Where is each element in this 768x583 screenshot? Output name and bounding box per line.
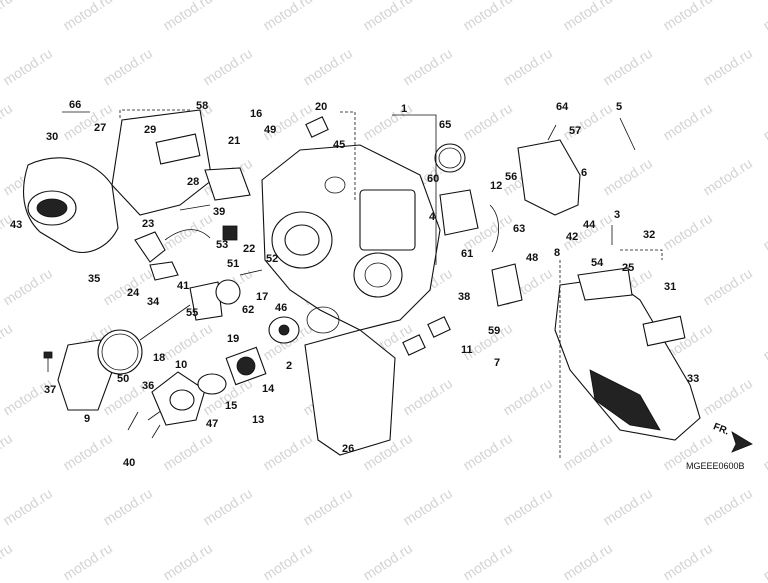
callout-label-2: 2 xyxy=(286,360,292,372)
callout-label-16: 16 xyxy=(250,108,262,120)
pump-part xyxy=(189,269,263,321)
callout-label-1: 1 xyxy=(401,103,407,115)
callout-label-62: 62 xyxy=(242,304,254,316)
callout-label-36: 36 xyxy=(142,380,154,392)
callout-label-37: 37 xyxy=(44,384,56,396)
front-arrow-icon xyxy=(731,431,753,453)
callout-label-22: 22 xyxy=(243,243,255,255)
callout-label-59: 59 xyxy=(488,325,500,337)
diagram-code: MGEEE0600B xyxy=(686,461,745,471)
sensor-part xyxy=(134,225,238,281)
long-bolt-part xyxy=(547,117,636,151)
callout-label-17: 17 xyxy=(256,291,268,303)
bracket-part xyxy=(179,167,251,211)
callout-label-33: 33 xyxy=(687,373,699,385)
callout-label-55: 55 xyxy=(186,307,198,319)
callout-label-40: 40 xyxy=(123,457,135,469)
callout-label-46: 46 xyxy=(275,302,287,314)
valve-body-part xyxy=(439,139,581,307)
callout-label-9: 9 xyxy=(84,413,90,425)
group-bracket-lines xyxy=(62,109,663,460)
callout-label-57: 57 xyxy=(569,125,581,137)
callout-label-61: 61 xyxy=(461,248,473,260)
callout-label-65: 65 xyxy=(439,119,451,131)
callout-label-11: 11 xyxy=(461,344,473,356)
callout-label-60: 60 xyxy=(427,173,439,185)
filter-housing-part xyxy=(151,346,267,426)
callout-label-7: 7 xyxy=(494,357,500,369)
callout-label-18: 18 xyxy=(153,352,165,364)
callout-label-52: 52 xyxy=(266,253,278,265)
callout-label-10: 10 xyxy=(175,359,187,371)
callout-label-58: 58 xyxy=(196,100,208,112)
callout-label-34: 34 xyxy=(147,296,160,308)
callout-label-23: 23 xyxy=(142,218,154,230)
callout-label-20: 20 xyxy=(315,101,327,113)
callout-label-14: 14 xyxy=(262,383,275,395)
callout-label-51: 51 xyxy=(227,258,239,270)
callout-label-56: 56 xyxy=(505,171,517,183)
callout-label-42: 42 xyxy=(566,231,578,243)
callout-label-21: 21 xyxy=(228,135,240,147)
callout-labels: 1234567891011121314151617181920212223242… xyxy=(10,99,699,469)
callout-label-39: 39 xyxy=(213,206,225,218)
callout-label-48: 48 xyxy=(526,252,538,264)
callout-label-25: 25 xyxy=(622,262,634,274)
callout-label-30: 30 xyxy=(46,131,58,143)
callout-label-50: 50 xyxy=(117,373,129,385)
callout-label-24: 24 xyxy=(127,287,140,299)
callout-label-64: 64 xyxy=(556,101,569,113)
gear-part xyxy=(268,306,340,344)
callout-label-43: 43 xyxy=(10,219,22,231)
callout-label-4: 4 xyxy=(429,211,436,223)
under-cover-part xyxy=(554,267,701,441)
callout-label-3: 3 xyxy=(614,209,620,221)
callout-label-6: 6 xyxy=(581,167,587,179)
clutch-cover-part xyxy=(57,329,143,411)
callout-label-19: 19 xyxy=(227,333,239,345)
main-crankcase-part xyxy=(261,144,441,331)
callout-label-32: 32 xyxy=(643,229,655,241)
switch-part-top xyxy=(305,116,329,138)
oil-seal-part xyxy=(434,143,466,173)
callout-label-27: 27 xyxy=(94,122,106,134)
callout-label-31: 31 xyxy=(664,281,676,293)
callout-label-12: 12 xyxy=(490,180,502,192)
callout-label-45: 45 xyxy=(333,139,345,151)
callout-label-28: 28 xyxy=(187,176,199,188)
callout-label-29: 29 xyxy=(144,124,156,136)
callout-label-13: 13 xyxy=(252,414,264,426)
callout-label-15: 15 xyxy=(225,400,237,412)
callout-label-47: 47 xyxy=(206,418,218,430)
callout-label-5: 5 xyxy=(616,101,622,113)
callout-label-49: 49 xyxy=(264,124,276,136)
side-plate-part xyxy=(304,329,396,456)
callout-label-44: 44 xyxy=(583,219,596,231)
callout-label-53: 53 xyxy=(216,239,228,251)
callout-label-54: 54 xyxy=(591,257,604,269)
switch-part-bottom xyxy=(402,316,451,356)
callout-label-63: 63 xyxy=(513,223,525,235)
callout-label-66: 66 xyxy=(69,99,81,111)
callout-label-26: 26 xyxy=(342,443,354,455)
callout-label-8: 8 xyxy=(554,247,560,259)
crankcase-cover-part xyxy=(23,109,213,253)
callout-label-35: 35 xyxy=(88,273,100,285)
callout-label-38: 38 xyxy=(458,291,470,303)
callout-label-41: 41 xyxy=(177,280,189,292)
